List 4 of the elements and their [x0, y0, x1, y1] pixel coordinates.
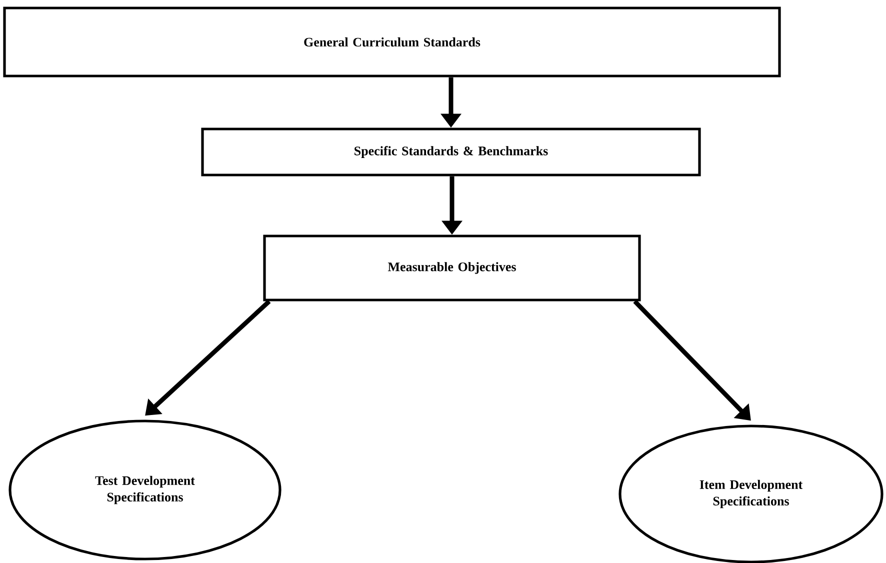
- process-box: Specific Standards & Benchmarks: [201, 128, 701, 176]
- oval-node: Test Development Specifications: [8, 420, 282, 560]
- process-box: Measurable Objectives: [263, 234, 641, 302]
- process-box: General Curriculum Standards: [3, 6, 781, 78]
